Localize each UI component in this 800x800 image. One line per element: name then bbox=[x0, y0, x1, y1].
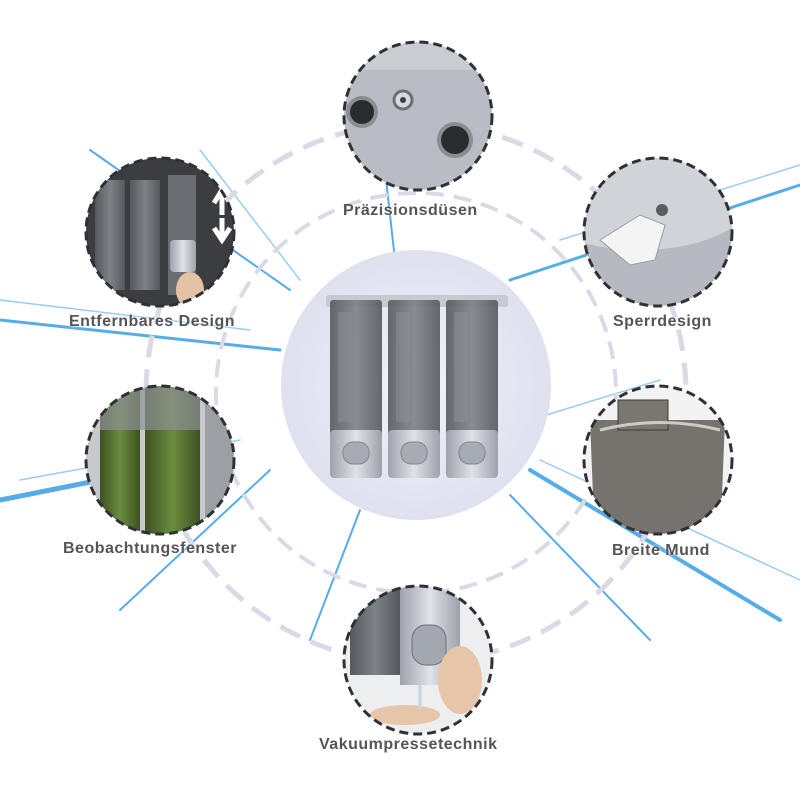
nozzle-closeup-image bbox=[342, 40, 494, 192]
triple-dispenser-image bbox=[326, 295, 508, 478]
wide-opening-image bbox=[582, 384, 734, 536]
feature-label-removable-design: Entfernbares Design bbox=[69, 313, 235, 330]
press-button-hand-image bbox=[342, 584, 494, 736]
observation-window-image bbox=[84, 384, 236, 536]
feature-label-precision-nozzles: Präzisionsdüsen bbox=[343, 202, 478, 219]
center-product-circle bbox=[281, 250, 551, 520]
removable-tank-image bbox=[84, 156, 236, 308]
key-lock-image bbox=[582, 156, 734, 308]
feature-label-lock-design: Sperrdesign bbox=[613, 313, 712, 330]
feature-label-vacuum-press: Vakuumpressetechnik bbox=[319, 736, 498, 753]
feature-label-wide-mouth: Breite Mund bbox=[612, 542, 710, 559]
feature-label-observation-window: Beobachtungsfenster bbox=[63, 540, 237, 557]
